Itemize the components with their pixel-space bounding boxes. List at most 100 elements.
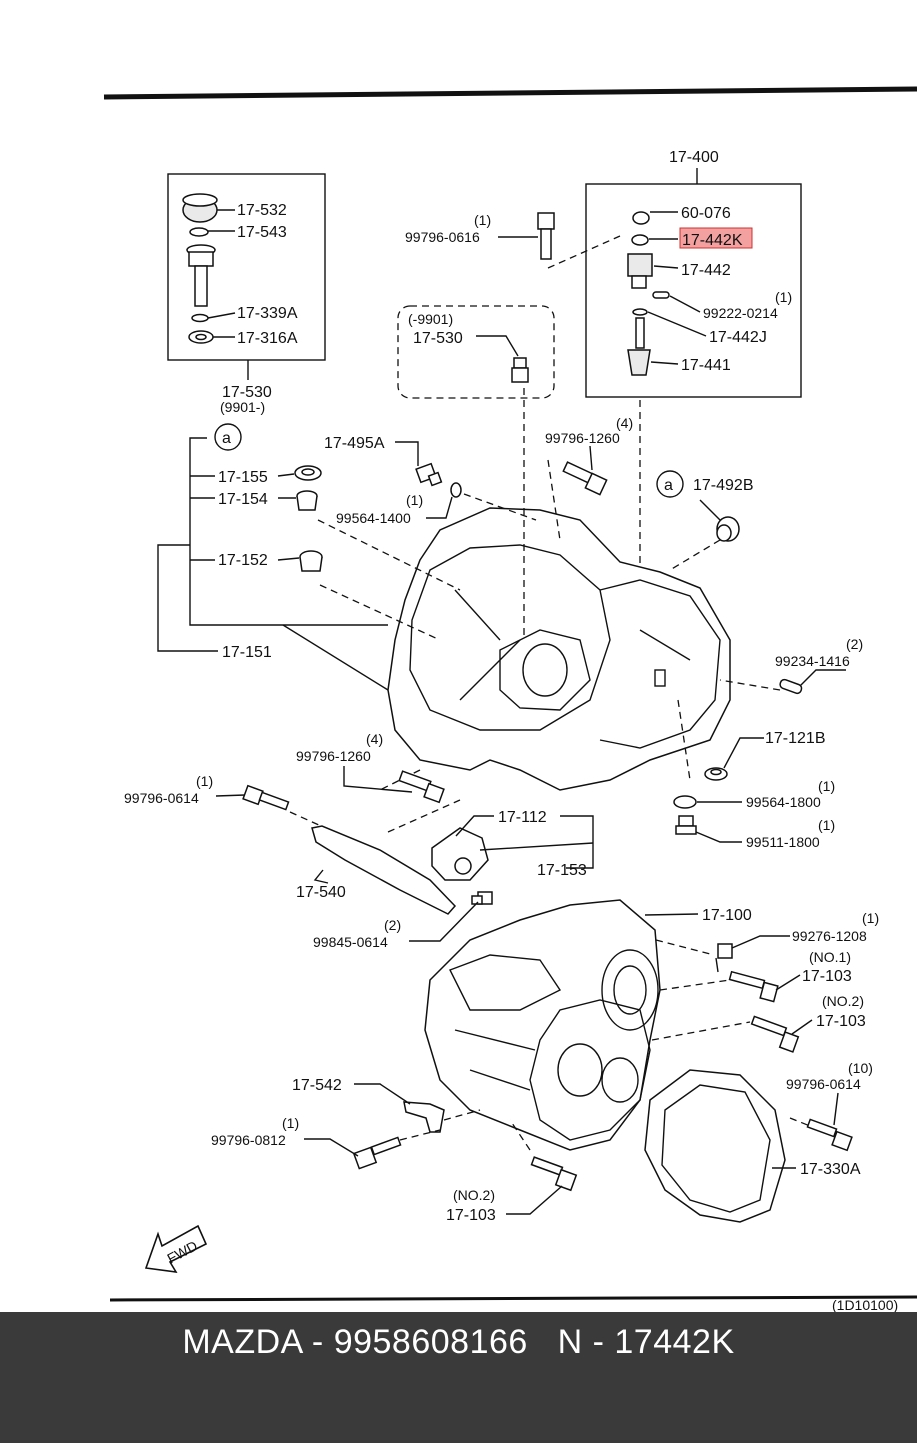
label-99845-0614: 99845-0614 bbox=[313, 934, 388, 950]
bolt-99796-0614-left-icon bbox=[242, 784, 290, 811]
label-17-153: 17-153 bbox=[537, 862, 587, 879]
label-17-100: 17-100 bbox=[702, 907, 752, 924]
label-99796-0616: 99796-0616 bbox=[405, 229, 480, 245]
part-17-543-icon bbox=[189, 227, 209, 237]
footer-bar bbox=[0, 1312, 917, 1443]
washer-99564-1400-icon bbox=[450, 482, 462, 498]
label-99796-1260-top: 99796-1260 bbox=[545, 430, 620, 446]
part-17-152-icon bbox=[299, 550, 323, 572]
part-60-076-icon bbox=[632, 211, 650, 225]
part-17-154-icon bbox=[296, 490, 318, 511]
bolt-17-103-no1-icon bbox=[728, 970, 779, 1003]
label-99234-1416: 99234-1416 bbox=[775, 653, 850, 669]
label-diagram-code: (1D10100) bbox=[832, 1297, 898, 1312]
label-17-442J: 17-442J bbox=[709, 329, 767, 346]
label-60-076: 60-076 bbox=[681, 205, 731, 222]
bolt-99796-0616-icon bbox=[537, 212, 555, 260]
label-99511-count: (1) bbox=[818, 817, 835, 833]
part-17-442J-icon bbox=[632, 308, 648, 316]
label-99511-1800: 99511-1800 bbox=[746, 834, 820, 850]
part-17-112-icon bbox=[431, 827, 489, 881]
label-17-400: 17-400 bbox=[669, 149, 719, 166]
part-17-442K-icon bbox=[631, 234, 649, 246]
label-circle-a2: a bbox=[664, 477, 673, 494]
label-17-155: 17-155 bbox=[218, 469, 268, 486]
label-no2-a: (NO.2) bbox=[822, 993, 864, 1009]
top-rule bbox=[103, 86, 917, 100]
label-17-154: 17-154 bbox=[218, 491, 268, 508]
label-99276-count: (1) bbox=[862, 910, 879, 926]
part-17-339A-icon bbox=[191, 313, 209, 323]
bolt-99796-1260-top-icon bbox=[562, 461, 608, 496]
part-17-442-icon bbox=[627, 253, 653, 289]
pin-99234-1416-icon bbox=[779, 678, 803, 695]
label-99222-0214: 99222-0214 bbox=[703, 305, 778, 321]
part-17-492B-icon bbox=[716, 516, 740, 542]
label-99796-0812-count: (1) bbox=[282, 1115, 299, 1131]
label-9901-before: (-9901) bbox=[408, 311, 453, 327]
part-17-441-icon bbox=[627, 317, 651, 376]
plug-99511-1800-icon bbox=[675, 815, 697, 835]
label-99796-0614-right-count: (10) bbox=[848, 1060, 873, 1076]
label-17-530-b: 17-530 bbox=[413, 330, 463, 347]
label-17-103-no2: 17-103 bbox=[816, 1013, 866, 1030]
label-17-442: 17-442 bbox=[681, 262, 731, 279]
part-17-330A-cover-icon bbox=[644, 1069, 786, 1223]
part-99276-1208-icon bbox=[715, 943, 733, 973]
label-no1: (NO.1) bbox=[809, 949, 851, 965]
label-99796-0616-count: (1) bbox=[474, 212, 491, 228]
footer-part-info: MAZDA - 9958608166 N - 17442K bbox=[182, 1323, 735, 1361]
box-9901-dashed bbox=[397, 305, 555, 399]
bolt-99796-1260-bottom-icon bbox=[398, 770, 445, 804]
label-99796-0614-left: 99796-0614 bbox=[124, 790, 199, 806]
label-17-495A: 17-495A bbox=[324, 435, 385, 452]
label-circle-a: a bbox=[222, 430, 231, 447]
bolt-99796-0812-icon bbox=[352, 1136, 402, 1170]
part-17-532-icon bbox=[182, 193, 218, 223]
label-99796-0812: 99796-0812 bbox=[211, 1132, 286, 1148]
part-17-151-housing-icon bbox=[387, 507, 731, 791]
circle-a2-icon bbox=[656, 470, 684, 498]
label-17-330A: 17-330A bbox=[800, 1161, 861, 1178]
part-17-100-case-icon bbox=[424, 899, 661, 1151]
label-99564-1400-count: (1) bbox=[406, 492, 423, 508]
label-99796-0614-right: 99796-0614 bbox=[786, 1076, 861, 1092]
label-17-112: 17-112 bbox=[498, 809, 547, 826]
bolt-99845-0614-icon bbox=[471, 891, 493, 905]
label-17-492B: 17-492B bbox=[693, 477, 754, 494]
label-99796-1260-top-count: (4) bbox=[616, 415, 633, 431]
label-17-151: 17-151 bbox=[222, 644, 272, 661]
label-99276-1208: 99276-1208 bbox=[792, 928, 867, 944]
label-99845-count: (2) bbox=[384, 917, 401, 933]
part-17-540-icon bbox=[311, 825, 457, 915]
part-17-530-old-icon bbox=[511, 357, 529, 383]
part-99222-0214-icon bbox=[652, 291, 670, 299]
bottom-rule bbox=[109, 1295, 917, 1302]
box-17-530-assembly bbox=[167, 173, 326, 361]
part-17-530-body-icon bbox=[186, 244, 216, 307]
label-17-543: 17-543 bbox=[237, 224, 287, 241]
label-17-540: 17-540 bbox=[296, 884, 346, 901]
label-99796-1260-bottom: 99796-1260 bbox=[296, 748, 371, 764]
parts-diagram: 17-400 60-076 17-442K 17-442 (1) 99222-0… bbox=[103, 86, 917, 1312]
fwd-arrow-icon bbox=[144, 1224, 208, 1274]
label-17-121B: 17-121B bbox=[765, 730, 826, 747]
part-17-542-icon bbox=[403, 1101, 445, 1133]
label-17-103-bottom: 17-103 bbox=[446, 1207, 496, 1224]
label-17-103-no1: 17-103 bbox=[802, 968, 852, 985]
label-17-542: 17-542 bbox=[292, 1077, 342, 1094]
label-17-442K: 17-442K bbox=[682, 232, 743, 249]
label-17-530-a: 17-530 bbox=[222, 384, 272, 401]
part-17-316A-icon bbox=[188, 330, 214, 344]
part-17-155-icon bbox=[294, 465, 322, 481]
label-99222-count: (1) bbox=[775, 289, 792, 305]
washer-99564-1800-icon bbox=[673, 795, 697, 809]
label-99564-1400: 99564-1400 bbox=[336, 510, 411, 526]
label-99796-0614-left-count: (1) bbox=[196, 773, 213, 789]
part-17-121B-icon bbox=[704, 767, 728, 781]
highlight-17-442K bbox=[679, 227, 753, 249]
label-17-441: 17-441 bbox=[681, 357, 731, 374]
label-99564-1800: 99564-1800 bbox=[746, 794, 821, 810]
bolt-17-103-bottom-icon bbox=[530, 1156, 578, 1192]
label-99564-1800-count: (1) bbox=[818, 778, 835, 794]
